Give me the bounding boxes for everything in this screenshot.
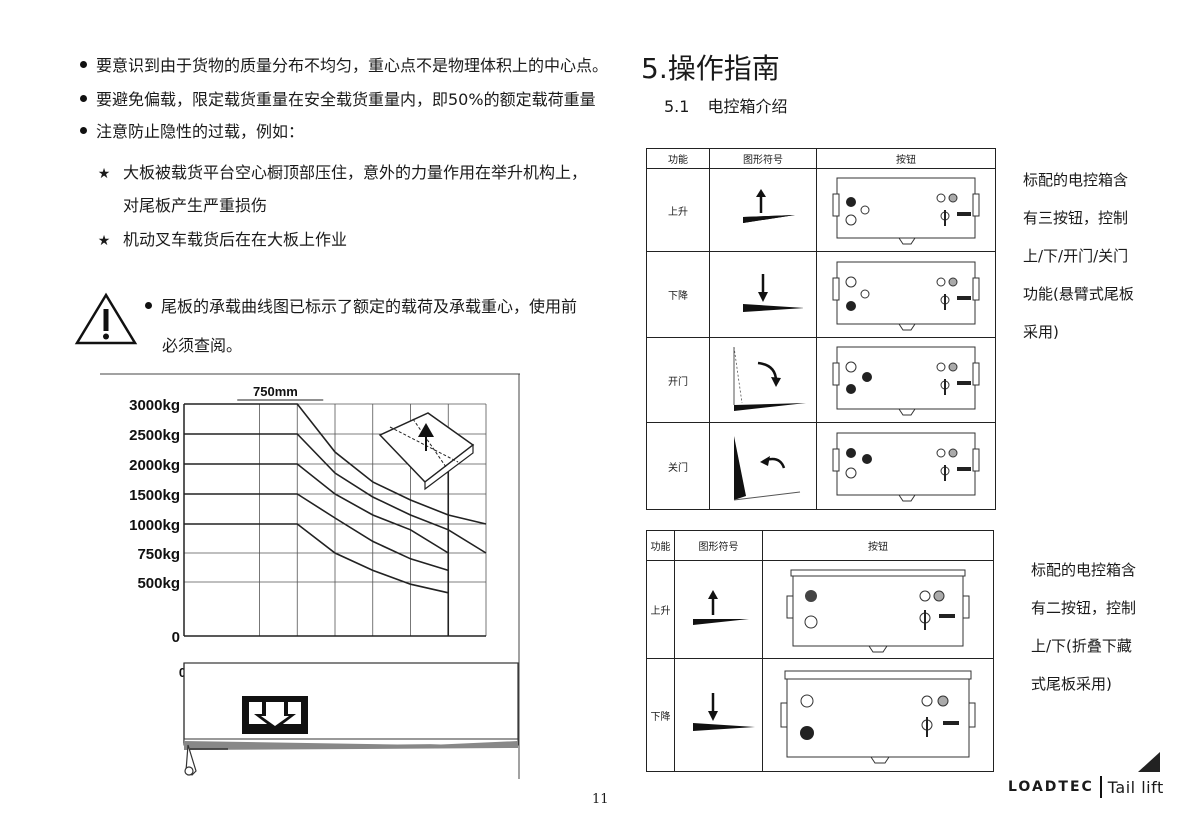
brand-separator — [1099, 776, 1102, 798]
control-box-table-3-buttons: 功能 图形符号 按钮 上升 下降 — [646, 148, 996, 510]
chart-series-line-5 — [184, 523, 449, 594]
table2-symbol-up — [675, 561, 763, 659]
chart-y-ticks: 3000kg 2500kg 2000kg 1500kg 1000kg 750kg 500kg… — [129, 397, 180, 646]
star-item-1-cont: 对尾板产生严重损伤 — [123, 196, 268, 215]
table1-header-function: 功能 — [647, 149, 710, 169]
lift-down-symbol-icon — [743, 273, 803, 312]
table1-panel-open — [817, 338, 995, 423]
chart-y-tick-label: 500kg — [137, 575, 180, 592]
chart-y-tick-label: 3000kg — [129, 397, 180, 414]
table1-row-down: 下降 — [647, 252, 710, 338]
table1-symbol-open — [710, 338, 817, 423]
control-panel-2btn-up-image — [786, 569, 970, 652]
table1-header-symbol: 图形符号 — [710, 149, 817, 169]
control-panel-2btn-down-image — [780, 670, 976, 764]
table2-panel-down — [763, 659, 993, 771]
platform-load-icon — [378, 412, 475, 491]
bullet-dot — [80, 127, 87, 134]
chart-top-label: 750mm — [253, 384, 298, 399]
star-item-2: ★机动叉车载货后在在大板上作业 — [95, 230, 347, 251]
control-box-table-2-buttons: 功能 图形符号 按钮 上升 下降 — [646, 530, 994, 772]
table2-header-symbol: 图形符号 — [675, 531, 763, 561]
brand-name: LOADTEC — [1008, 779, 1094, 795]
bullet-2: 要避免偏载，限定载货重量在安全载货重量内，即50%的额定载荷重量 — [80, 90, 596, 110]
star-icon: ★ — [97, 233, 111, 249]
brand-logo: LOADTEC Tail lift — [1008, 776, 1164, 798]
control-panel-3btn-close-image — [832, 432, 980, 502]
table2-description: 标配的电控箱含 有二按钮，控制 上/下(折叠下藏 式尾板采用) — [1031, 561, 1137, 693]
chart-curves — [184, 403, 487, 636]
load-curve-chart: 3000kg 2500kg 2000kg 1500kg 1000kg 750kg 500kg… — [100, 373, 520, 779]
table2-panel-up — [763, 561, 993, 659]
lift-up-symbol-icon — [692, 589, 749, 625]
warning-text-2: 必须查阅。 — [162, 336, 243, 355]
star-item-1: ★大板被载货平台空心橱顶部压住，意外的力量作用在举升机构上， — [95, 163, 587, 184]
chart-y-tick-label: 2500kg — [129, 427, 180, 444]
chart-y-tick-label: 1000kg — [129, 517, 180, 534]
table2-header-button: 按钮 — [763, 531, 993, 561]
table2-row-down: 下降 — [647, 659, 675, 771]
table2-row-up: 上升 — [647, 561, 675, 659]
bullet-dot — [145, 302, 152, 309]
gate-open-symbol-icon — [733, 346, 806, 411]
chart-y-tick-label: 2000kg — [129, 457, 180, 474]
brand-product: Tail lift — [1107, 777, 1164, 797]
control-panel-3btn-up-image — [832, 177, 980, 245]
lift-down-symbol-icon — [692, 693, 755, 731]
table1-symbol-close — [710, 423, 817, 509]
chart-y-tick-label: 1500kg — [129, 487, 180, 504]
lift-up-symbol-icon — [743, 189, 795, 223]
chart-series-line-3 — [184, 463, 449, 554]
bullet-1: 要意识到由于货物的质量分布不均匀，重心点不是物理体积上的中心点。 — [80, 56, 608, 76]
section-title: 5.操作指南 — [641, 52, 780, 85]
table1-row-close: 关门 — [647, 423, 710, 509]
bullet-3: 注意防止隐性的过载，例如： — [80, 122, 304, 142]
control-panel-3btn-down-image — [832, 261, 980, 330]
table1-panel-down — [817, 252, 995, 338]
chart-y-tick-label: 750kg — [137, 546, 180, 563]
load-center-arrow-icon — [242, 696, 308, 734]
gate-close-symbol-icon — [733, 436, 801, 501]
chart-series-line-4 — [184, 493, 449, 572]
tail-lift-drawing — [183, 662, 519, 776]
table2-symbol-down — [675, 659, 763, 771]
table1-row-open: 开门 — [647, 338, 710, 423]
corner-triangle-icon — [1138, 752, 1160, 772]
control-panel-3btn-open-image — [832, 346, 980, 416]
page-number: 11 — [592, 792, 609, 807]
table1-description: 标配的电控箱含 有三按钮，控制 上/下/开门/关门 功能(悬臂式尾板 采用) — [1023, 171, 1134, 341]
table1-symbol-up — [710, 169, 817, 252]
table1-header-button: 按钮 — [817, 149, 995, 169]
table1-panel-up — [817, 169, 995, 252]
table1-panel-close — [817, 423, 995, 509]
warning-text-1: 尾板的承载曲线图已标示了额定的载荷及承载重心，使用前 — [145, 297, 577, 317]
table1-symbol-down — [710, 252, 817, 338]
table2-header-function: 功能 — [647, 531, 675, 561]
bullet-dot — [80, 95, 87, 102]
table1-row-up: 上升 — [647, 169, 710, 252]
bullet-dot — [80, 61, 87, 68]
star-icon: ★ — [97, 166, 111, 182]
chart-y-tick-label: 0 — [172, 629, 180, 646]
warning-triangle-icon — [74, 292, 138, 345]
